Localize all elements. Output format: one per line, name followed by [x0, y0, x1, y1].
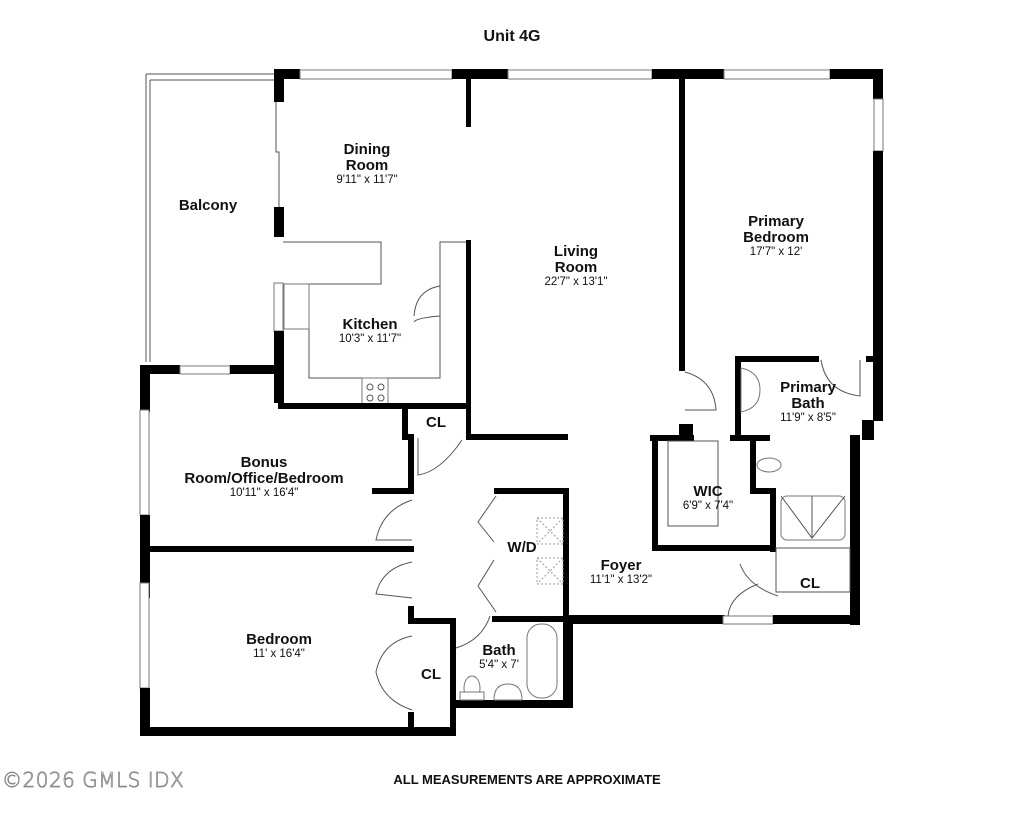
room-dimensions: 11' x 16'4"	[253, 647, 305, 660]
room-name: Bedroom	[246, 631, 312, 648]
room-label-kitchen: Kitchen 10'3" x 11'7"	[339, 317, 401, 345]
room-label-primary-bedroom: Primary Bedroom 17'7" x 12'	[731, 214, 821, 258]
room-label-living: Living Room 22'7" x 13'1"	[531, 244, 621, 288]
room-dimensions: 11'9" x 8'5"	[780, 411, 836, 424]
room-label-dining: Dining Room 9'11" x 11'7"	[322, 142, 412, 186]
room-name: Balcony	[178, 197, 238, 214]
room-name: CL	[426, 414, 446, 431]
room-label-bonus: Bonus Room/Office/Bedroom 10'11" x 16'4"	[169, 455, 359, 499]
room-dimensions: 17'7" x 12'	[749, 245, 803, 258]
measurement-disclaimer: ALL MEASUREMENTS ARE APPROXIMATE	[393, 772, 661, 787]
room-label-hall-closet: CL	[426, 415, 446, 431]
room-label-wic: WIC 6'9" x 7'4"	[683, 484, 733, 512]
room-name: Foyer	[600, 557, 642, 574]
copyright-watermark: ©2026 GMLS IDX	[2, 768, 185, 793]
room-label-wd: W/D	[507, 540, 536, 556]
room-label-bedroom: Bedroom 11' x 16'4"	[246, 632, 312, 660]
room-dimensions: 9'11" x 11'7"	[336, 173, 398, 186]
room-dimensions: 6'9" x 7'4"	[682, 499, 734, 512]
room-name: CL	[800, 575, 820, 592]
room-name: Kitchen	[342, 316, 398, 333]
room-dimensions: 10'11" x 16'4"	[229, 486, 299, 499]
room-name: Primary Bedroom	[743, 213, 809, 246]
room-name: WIC	[693, 483, 723, 500]
room-label-foyer: Foyer 11'1" x 13'2"	[590, 558, 652, 586]
room-label-foyer-closet: CL	[800, 576, 820, 592]
room-name: W/D	[507, 539, 537, 556]
room-dimensions: 22'7" x 13'1"	[544, 275, 608, 288]
plan-title: Unit 4G	[483, 28, 541, 45]
room-dimensions: 10'3" x 11'7"	[338, 332, 402, 345]
room-label-primary-bath: Primary Bath 11'9" x 8'5"	[768, 380, 848, 424]
room-name: Dining Room	[343, 141, 391, 174]
room-label-bedroom-closet: CL	[421, 667, 441, 683]
balcony-outline	[145, 73, 276, 362]
room-name: Bath	[482, 642, 516, 659]
room-name: Living Room	[553, 243, 599, 276]
room-label-balcony: Balcony	[179, 198, 237, 214]
room-name: CL	[421, 666, 441, 683]
room-label-bath: Bath 5'4" x 7'	[479, 643, 519, 671]
room-dimensions: 11'1" x 13'2"	[589, 573, 653, 586]
room-dimensions: 5'4" x 7'	[479, 658, 519, 671]
room-name: Primary Bath	[780, 379, 836, 412]
room-name: Bonus Room/Office/Bedroom	[184, 454, 344, 487]
